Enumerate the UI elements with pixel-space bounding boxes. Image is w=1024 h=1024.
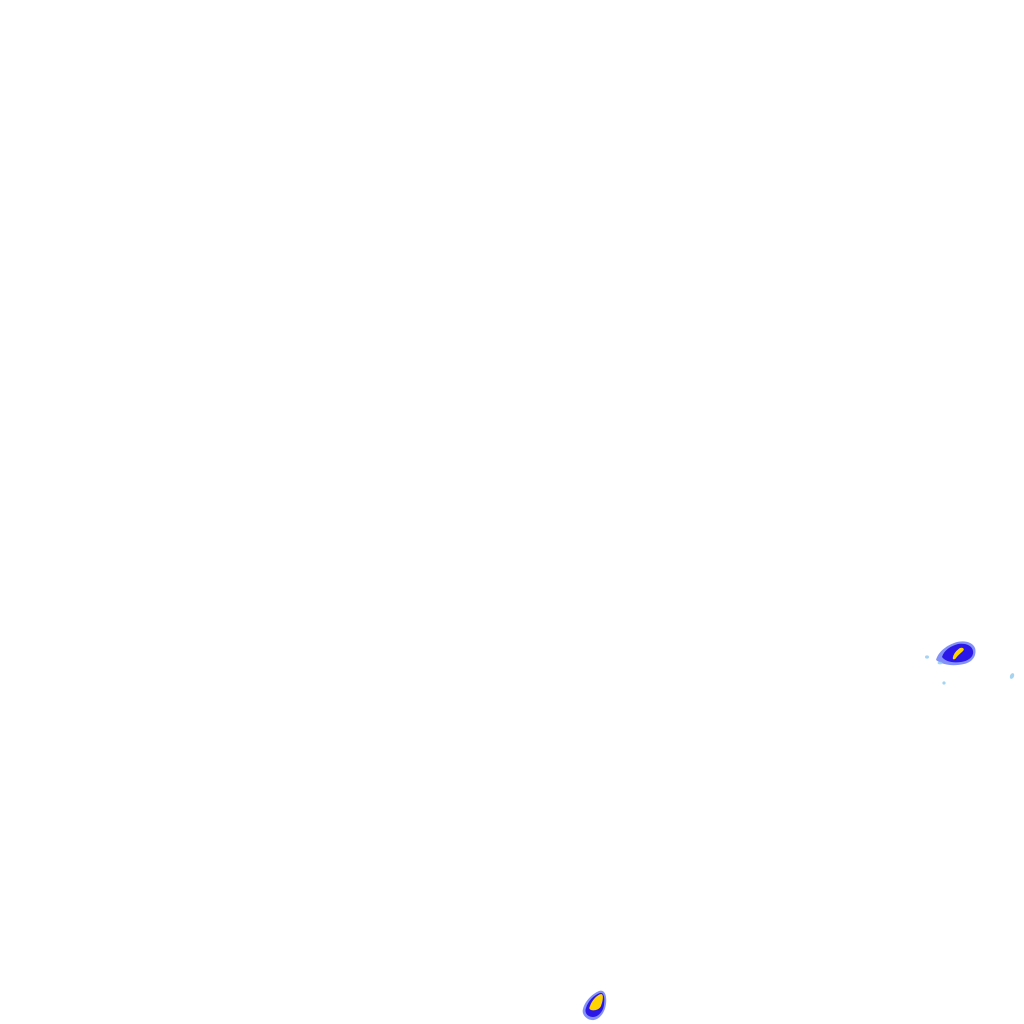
speckle-east-4 xyxy=(937,661,943,665)
speckle-east-3 xyxy=(1009,673,1015,679)
precip-cell-south xyxy=(582,990,607,1021)
cell-south-peak xyxy=(589,994,603,1011)
precip-cell-east xyxy=(936,641,976,666)
speckle-east-2 xyxy=(942,681,946,685)
speckle-east-1 xyxy=(925,655,929,659)
cell-east-peak xyxy=(952,647,964,660)
